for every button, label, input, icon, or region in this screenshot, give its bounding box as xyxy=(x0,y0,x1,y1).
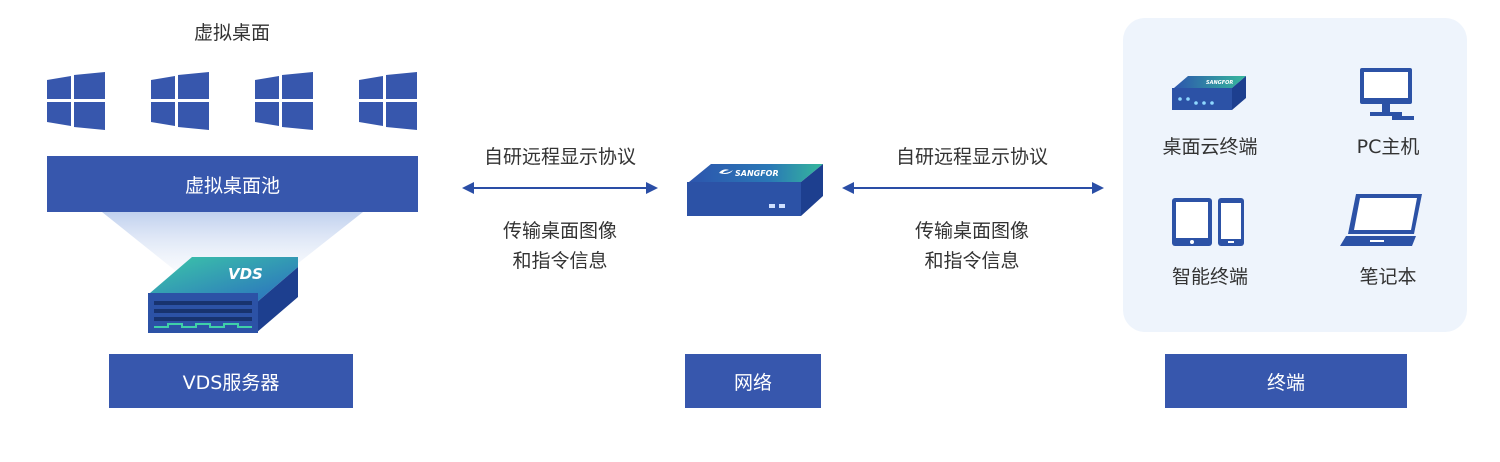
protocol-label-right: 自研远程显示协议 xyxy=(895,146,1048,168)
vds-server-label: VDS服务器 xyxy=(182,371,280,394)
virtual-desktop-title: 虚拟桌面 xyxy=(193,22,270,44)
thin-client-icon: SANGFOR xyxy=(1172,76,1246,110)
laptop-icon xyxy=(1340,194,1422,246)
thin-client-brand: SANGFOR xyxy=(1206,80,1233,86)
bidirectional-arrow-right xyxy=(842,182,1104,194)
vds-server-button[interactable]: VDS服务器 xyxy=(109,354,353,408)
network-label: 网络 xyxy=(733,371,772,394)
pool-label: 虚拟桌面池 xyxy=(184,174,280,197)
windows-logo-icon-3 xyxy=(255,72,313,130)
terminal-item-label-0: 桌面云终端 xyxy=(1162,136,1258,158)
network-button[interactable]: 网络 xyxy=(685,354,821,408)
detail-left: 传输桌面图像 和指令信息 xyxy=(450,216,670,276)
protocol-label-left: 自研远程显示协议 xyxy=(483,146,636,168)
windows-logo-icon-4 xyxy=(359,72,417,130)
terminal-button[interactable]: 终端 xyxy=(1165,354,1407,408)
terminal-item-label-1: PC主机 xyxy=(1356,136,1420,158)
windows-logo-icon-2 xyxy=(151,72,209,130)
windows-logo-icon-1 xyxy=(47,72,105,130)
bidirectional-arrow-left xyxy=(462,182,658,194)
detail-left-line2: 和指令信息 xyxy=(512,250,608,272)
tablet-phone-icon xyxy=(1172,198,1244,246)
detail-right-line1: 传输桌面图像 xyxy=(914,220,1029,242)
vds-server-icon: VDS xyxy=(148,257,298,333)
terminal-item-label-2: 智能终端 xyxy=(1171,266,1248,288)
pc-monitor-icon xyxy=(1360,68,1414,120)
detail-left-line1: 传输桌面图像 xyxy=(502,220,617,242)
terminal-item-label-3: 笔记本 xyxy=(1359,266,1417,288)
router-brand: SANGFOR xyxy=(735,169,779,178)
detail-right-line2: 和指令信息 xyxy=(924,250,1020,272)
vds-badge: VDS xyxy=(228,265,263,283)
detail-right: 传输桌面图像 和指令信息 xyxy=(862,216,1082,276)
terminal-label: 终端 xyxy=(1266,371,1305,394)
sangfor-router-icon: SANGFOR xyxy=(687,164,823,216)
virtual-desktop-pool-bar: 虚拟桌面池 xyxy=(47,156,418,212)
